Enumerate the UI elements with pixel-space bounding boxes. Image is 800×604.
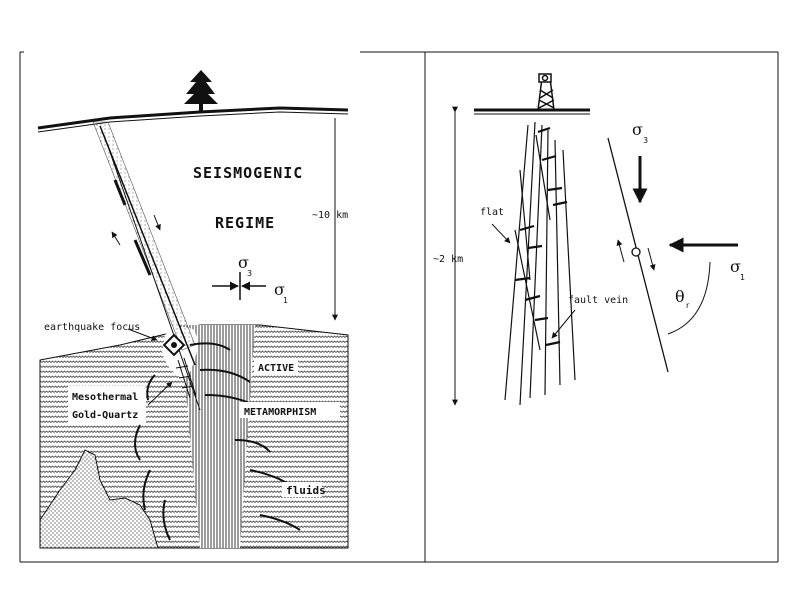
fluids-label: fluids bbox=[286, 484, 326, 497]
deposit-label-2: Gold-Quartz bbox=[72, 410, 138, 421]
metamorphism-label: METAMORPHISM bbox=[244, 407, 316, 418]
figure-frame bbox=[19, 51, 779, 563]
stress-sub-1: 1 bbox=[283, 296, 288, 305]
sigma3-symbol: σ bbox=[632, 120, 643, 139]
flat-veins bbox=[514, 126, 568, 347]
theta-arc bbox=[667, 261, 711, 335]
metamorphism-label-bg bbox=[240, 402, 340, 418]
title-regime: REGIME bbox=[215, 214, 275, 232]
vein-array bbox=[504, 121, 576, 406]
headframe-icon bbox=[537, 73, 555, 111]
flat-label: flat bbox=[480, 207, 504, 218]
deposit-label-bg bbox=[68, 386, 146, 424]
ground-surface bbox=[37, 106, 349, 130]
slip-point bbox=[631, 247, 641, 257]
stress-sub-3: 3 bbox=[247, 269, 252, 278]
deposit-label-1: Mesothermal bbox=[72, 392, 138, 403]
theta-sub: r bbox=[686, 301, 690, 310]
sigma3-sub: 3 bbox=[643, 136, 648, 145]
depth-label-right: ~2 km bbox=[433, 254, 463, 265]
depth-label-left: ~10 km bbox=[312, 210, 348, 221]
theta-symbol: θ bbox=[675, 287, 685, 306]
stress-sigma-1: σ bbox=[274, 280, 285, 299]
sigma1-sub: 1 bbox=[740, 273, 745, 282]
earthquake-focus-label: earthquake focus bbox=[44, 322, 140, 333]
title-seismogenic: SEISMOGENIC bbox=[193, 164, 303, 182]
stress-sigma-3: σ bbox=[238, 253, 249, 272]
active-label-bg bbox=[254, 358, 298, 374]
right-panel: ~2 km flat fault vein bbox=[433, 73, 745, 406]
earthquake-focus-symbol bbox=[162, 333, 186, 357]
stress-symbol bbox=[212, 272, 266, 300]
left-panel: ~10 km SEISMOGENIC REGIME σ 3 σ 1 earthq… bbox=[37, 70, 349, 549]
fault-vein-label: fault vein bbox=[568, 295, 628, 306]
active-label: ACTIVE bbox=[258, 363, 294, 374]
tree-icon bbox=[184, 70, 218, 112]
sigma1-symbol: σ bbox=[730, 257, 741, 276]
fluids-label-bg bbox=[282, 482, 322, 497]
